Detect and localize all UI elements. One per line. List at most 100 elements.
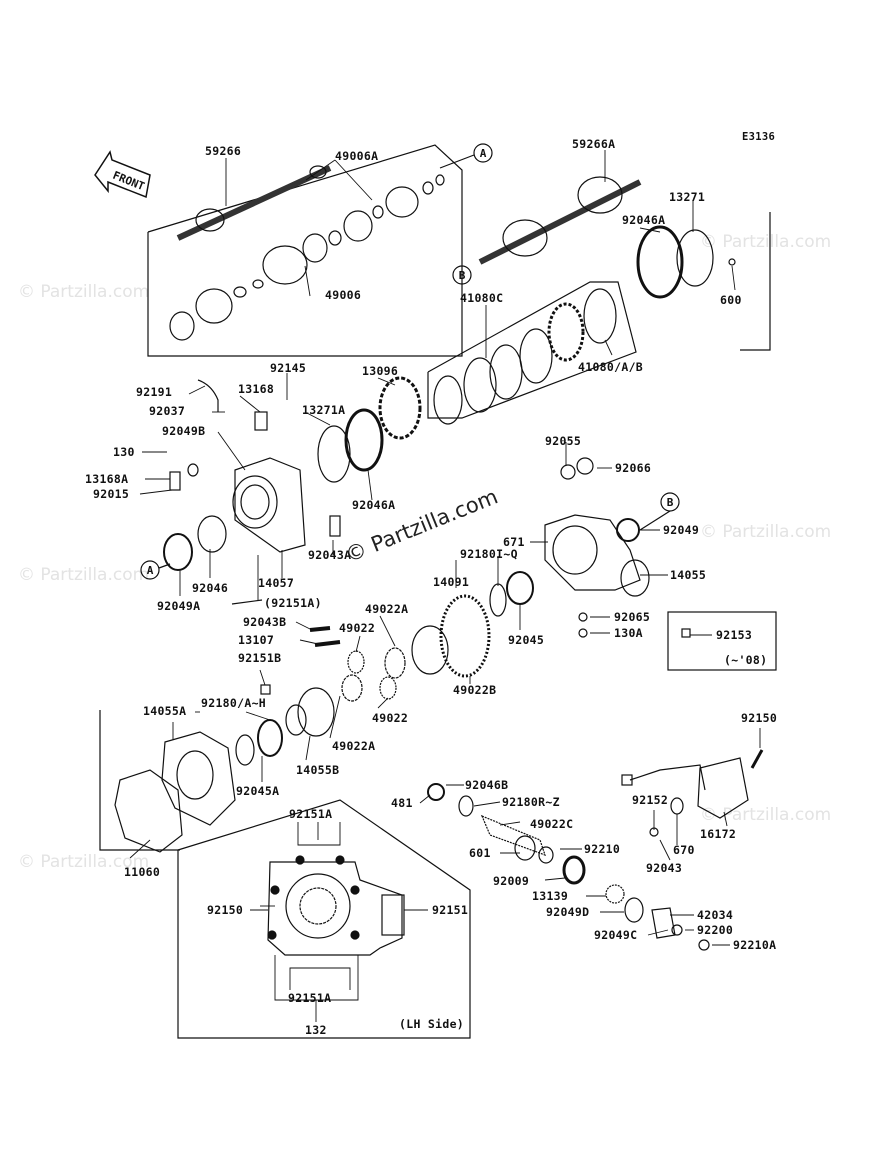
- part-label[interactable]: 92049B: [162, 424, 206, 438]
- part-label[interactable]: 92043B: [243, 615, 287, 629]
- part-label[interactable]: 49022A: [332, 739, 376, 753]
- part-label[interactable]: 92180R~Z: [502, 795, 560, 809]
- part-label[interactable]: 92145: [270, 361, 307, 375]
- part-label[interactable]: 92049: [663, 523, 700, 537]
- bearing-481: [427, 783, 445, 801]
- part-label[interactable]: 132: [305, 1023, 327, 1037]
- part-label[interactable]: 59266A: [572, 137, 616, 151]
- part-label[interactable]: 92043A: [308, 548, 352, 562]
- callout-b-top: [452, 265, 472, 285]
- actuator-16172: [621, 749, 764, 819]
- part-label[interactable]: 92015: [93, 487, 130, 501]
- part-label[interactable]: 49006A: [335, 149, 379, 163]
- part-label[interactable]: 49022C: [530, 817, 574, 831]
- part-label[interactable]: 92037: [149, 404, 186, 418]
- seal-92066: [576, 457, 594, 475]
- bolt-130A: [578, 628, 588, 638]
- part-label[interactable]: 92049C: [594, 928, 638, 942]
- part-label[interactable]: 92152: [632, 793, 669, 807]
- part-label[interactable]: 92046A: [352, 498, 396, 512]
- part-label[interactable]: 16172: [700, 827, 737, 841]
- part-label[interactable]: 92151A: [289, 807, 333, 821]
- housing-14057: [232, 457, 306, 553]
- callout-b-letter: B: [667, 496, 674, 509]
- part-label[interactable]: 13271A: [302, 403, 346, 417]
- part-label[interactable]: 92066: [615, 461, 652, 475]
- part-label[interactable]: 49022: [372, 711, 409, 725]
- part-label[interactable]: 92046A: [622, 213, 666, 227]
- seal-92009: [562, 855, 586, 885]
- part-label[interactable]: 670: [673, 843, 695, 857]
- part-label[interactable]: 13168A: [85, 472, 129, 486]
- part-label[interactable]: 49022A: [365, 602, 409, 616]
- part-label[interactable]: 671: [503, 535, 525, 549]
- part-label[interactable]: 92210A: [733, 938, 777, 952]
- part-label[interactable]: 41080/A/B: [578, 360, 644, 374]
- part-label[interactable]: 92150: [741, 711, 778, 725]
- part-label[interactable]: 14091: [433, 575, 470, 589]
- clutch-discs-41080: [433, 288, 617, 425]
- bearing-92046: [197, 515, 227, 553]
- ring-670: [670, 797, 684, 815]
- gear-49022A: [341, 674, 363, 702]
- part-label[interactable]: 92009: [493, 874, 530, 888]
- part-label[interactable]: 92151B: [238, 651, 282, 665]
- part-label[interactable]: 92153: [716, 628, 753, 642]
- part-label[interactable]: 59266: [205, 144, 242, 158]
- part-label[interactable]: 11060: [124, 865, 161, 879]
- part-label[interactable]: 601: [469, 846, 491, 860]
- part-label[interactable]: 41080C: [460, 291, 504, 305]
- shim-92180: [489, 583, 507, 617]
- part-label[interactable]: 130A: [614, 626, 643, 640]
- part-label[interactable]: 14055A: [143, 704, 187, 718]
- part-label[interactable]: 14055B: [296, 763, 340, 777]
- part-label[interactable]: 92180/A~H: [201, 696, 267, 710]
- part-label[interactable]: 600: [720, 293, 742, 307]
- part-label[interactable]: 14057: [258, 576, 295, 590]
- part-label[interactable]: 92150: [207, 903, 244, 917]
- part-label[interactable]: 42034: [697, 908, 734, 922]
- part-label[interactable]: 92180I~Q: [460, 547, 518, 561]
- part-label[interactable]: 92151A: [288, 991, 332, 1005]
- part-label[interactable]: (92151A): [264, 596, 322, 610]
- part-label[interactable]: 92046: [192, 581, 229, 595]
- part-label[interactable]: 49006: [325, 288, 362, 302]
- part-label[interactable]: 92151: [432, 903, 469, 917]
- plate-13271: [676, 229, 714, 287]
- clutch-disc-group-outline: [427, 281, 637, 419]
- part-label[interactable]: 13096: [362, 364, 399, 378]
- part-label[interactable]: 13271: [669, 190, 706, 204]
- part-label[interactable]: 92045: [508, 633, 545, 647]
- lh-side-label: (LH Side): [399, 1017, 465, 1031]
- bolt-92151A: [231, 599, 263, 605]
- nut-92210: [538, 846, 554, 864]
- gear-49022A: [384, 647, 406, 679]
- part-label[interactable]: 92065: [614, 610, 651, 624]
- part-label[interactable]: 92191: [136, 385, 173, 399]
- part-label[interactable]: 92046B: [465, 778, 509, 792]
- part-label[interactable]: 130: [113, 445, 135, 459]
- part-label[interactable]: 92200: [697, 923, 734, 937]
- part-label[interactable]: 92049A: [157, 599, 201, 613]
- part-label[interactable]: 14055: [670, 568, 707, 582]
- part-label[interactable]: 481: [391, 796, 413, 810]
- part-label[interactable]: 92045A: [236, 784, 280, 798]
- part-label[interactable]: 13168: [238, 382, 275, 396]
- pinion-49022C: [480, 814, 546, 856]
- part-label[interactable]: 49022B: [453, 683, 497, 697]
- part-label[interactable]: 13139: [532, 889, 569, 903]
- callout-a-left: [140, 560, 160, 580]
- part-label[interactable]: 92055: [545, 434, 582, 448]
- watermark: © Partzilla.com: [700, 522, 832, 542]
- part-label[interactable]: (~'08): [724, 653, 768, 667]
- part-label[interactable]: 92210: [584, 842, 621, 856]
- part-label[interactable]: 92049D: [546, 905, 590, 919]
- part-label[interactable]: 13107: [238, 633, 275, 647]
- plate-13271A: [317, 425, 351, 483]
- part-label[interactable]: 92043: [646, 861, 683, 875]
- bolt-92151B: [260, 684, 271, 695]
- housing-14055: [544, 514, 650, 597]
- part-label[interactable]: 49022: [339, 621, 376, 635]
- shim-92180A: [235, 734, 255, 766]
- cover-14055A: [161, 731, 236, 826]
